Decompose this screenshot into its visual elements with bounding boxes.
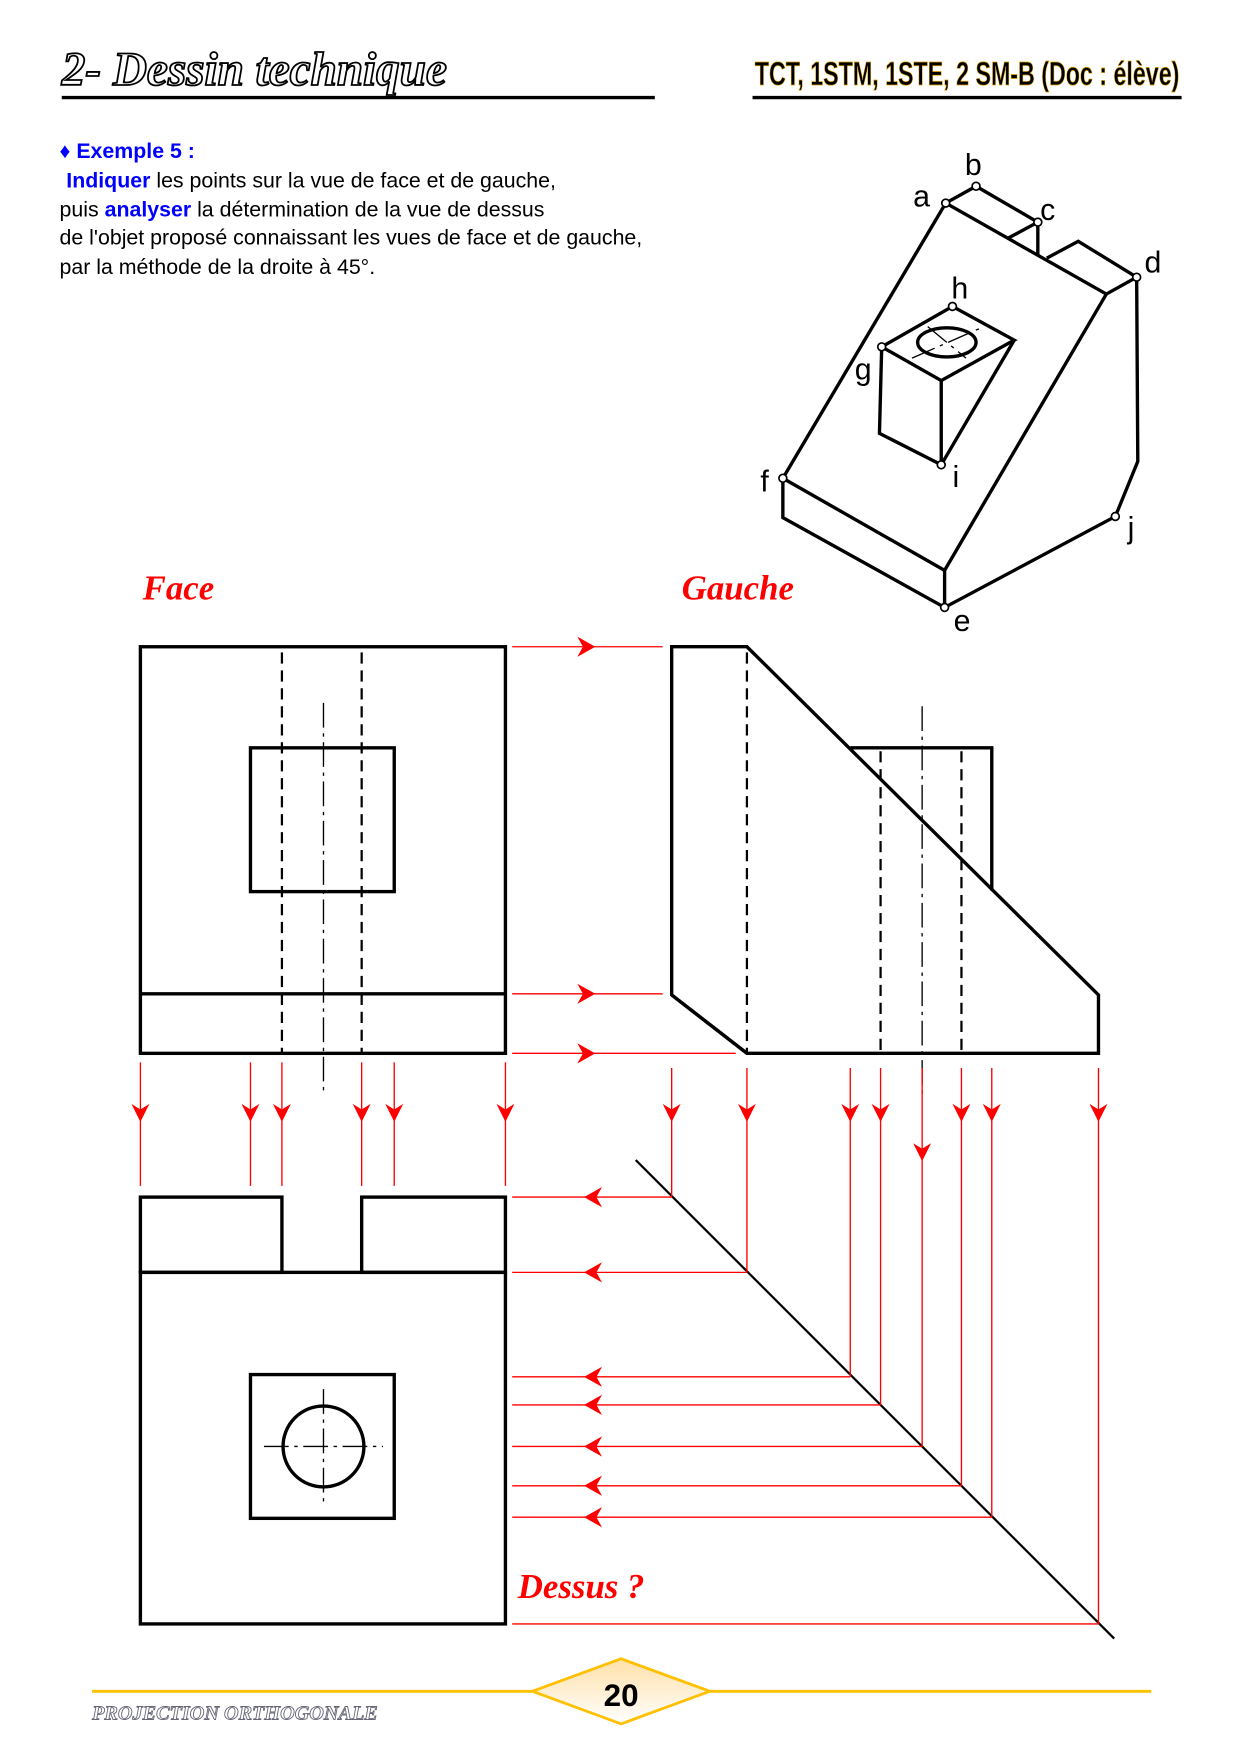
point-label-f: f — [760, 466, 769, 499]
point-label-e: e — [954, 605, 971, 638]
instruction-text: les points sur la vue de face et de gauc… — [150, 168, 556, 192]
arrow-down-icon — [841, 1103, 860, 1122]
instruction-line-4: par la méthode de la droite à 45°. — [60, 255, 376, 279]
point-label-j: j — [1127, 512, 1135, 545]
isometric-view: a b c d e f g h i j — [760, 149, 1161, 638]
class-list: TCT, 1STM, 1STE, 2 SM-B (Doc : élève) — [755, 56, 1180, 93]
instruction-text: la détermination de la vue de dessus — [191, 198, 544, 222]
top-view — [138, 1195, 508, 1626]
arrow-right-icon — [577, 1043, 596, 1064]
page-title: 2- Dessin technique — [61, 44, 447, 96]
point-label-h: h — [951, 273, 968, 306]
arrow-left-icon — [584, 1436, 603, 1457]
arrow-left-icon — [584, 1262, 603, 1283]
arrow-left-icon — [584, 1394, 603, 1416]
arrow-right-icon — [577, 636, 596, 657]
front-view — [138, 645, 508, 1091]
keyword-indiquer: Indiquer — [66, 168, 150, 192]
arrow-down-icon — [385, 1103, 404, 1122]
arrow-down-icon — [952, 1103, 971, 1122]
instruction-line-3: de l'objet proposé connaissant les vues … — [60, 226, 643, 250]
page-number-diamond — [528, 1657, 714, 1726]
point-label-i: i — [952, 461, 959, 494]
arrow-left-icon — [584, 1187, 603, 1208]
view-label-face: Face — [142, 569, 215, 608]
view-label-gauche: Gauche — [682, 569, 794, 608]
page-number: 20 — [604, 1678, 639, 1713]
point-label-b: b — [965, 149, 982, 182]
arrow-down-icon — [662, 1103, 681, 1122]
construction-lines — [131, 636, 1108, 1625]
arrow-down-icon — [272, 1103, 291, 1122]
arrow-down-icon — [352, 1103, 371, 1122]
arrow-down-icon — [737, 1103, 756, 1122]
arrow-right-icon — [577, 983, 596, 1004]
instruction-text: puis — [60, 198, 105, 222]
example-heading: ♦ Exemple 5 : — [60, 139, 195, 163]
arrow-down-icon — [871, 1103, 890, 1122]
arrow-down-icon — [1089, 1103, 1108, 1122]
footer-subject: PROJECTION ORTHOGONALE — [91, 1702, 378, 1724]
point-label-c: c — [1040, 194, 1055, 227]
arrow-down-icon — [913, 1143, 932, 1162]
arrow-down-icon — [241, 1103, 260, 1122]
point-label-a: a — [913, 180, 930, 213]
instruction-line-2: puis analyser la détermination de la vue… — [60, 198, 545, 222]
arrow-left-icon — [584, 1507, 603, 1528]
miter-line-45 — [634, 1159, 1115, 1640]
arrow-left-icon — [584, 1366, 603, 1387]
keyword-analyser: analyser — [105, 198, 192, 222]
instruction-line-1: Indiquer les points sur la vue de face e… — [66, 168, 556, 192]
arrow-left-icon — [584, 1475, 603, 1496]
left-view — [669, 645, 1101, 1097]
point-label-d: d — [1145, 247, 1162, 280]
point-label-g: g — [855, 353, 872, 386]
arrow-down-icon — [982, 1103, 1001, 1122]
arrow-down-icon — [131, 1103, 150, 1122]
arrow-down-icon — [496, 1103, 515, 1122]
view-label-dessus: Dessus ? — [517, 1567, 645, 1606]
